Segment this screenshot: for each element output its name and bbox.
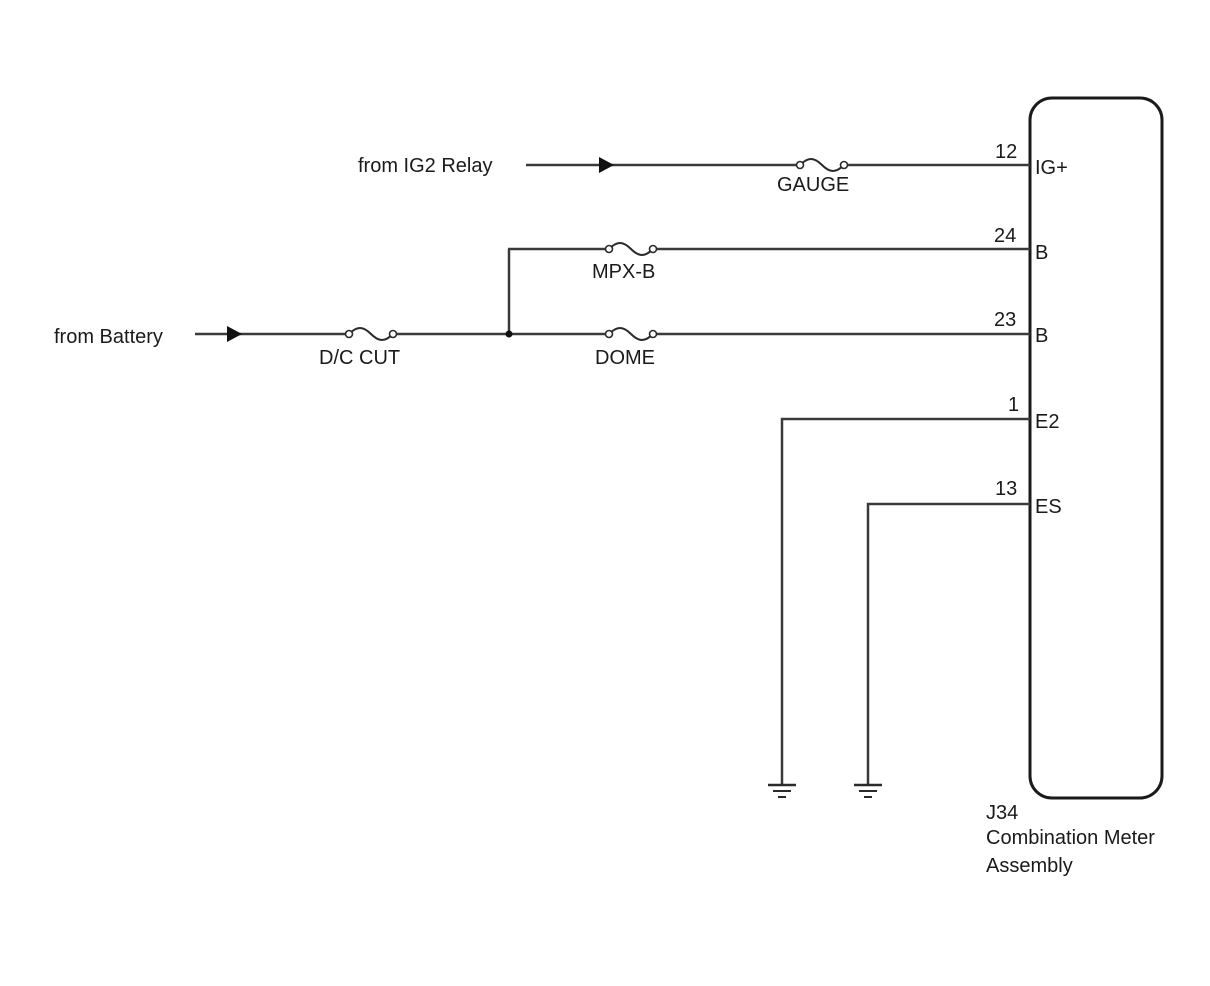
pin-label-es: ES <box>1035 496 1062 518</box>
fuse-mpxb-label: MPX-B <box>592 261 655 283</box>
fuse-dc-cut-label: D/C CUT <box>319 347 400 369</box>
fuse-dome-label: DOME <box>595 347 655 369</box>
pin-label-b-23: B <box>1035 325 1048 347</box>
wire-es-ground <box>866 502 1030 784</box>
pin-number-13: 13 <box>995 478 1017 500</box>
fuse-gauge-icon <box>795 158 849 172</box>
component-name-line1: Combination Meter <box>986 827 1155 849</box>
component-name-line2: Assembly <box>986 855 1073 877</box>
junction-dot <box>505 330 513 338</box>
pin-label-ig-plus: IG+ <box>1035 157 1068 179</box>
pin-label-b-24: B <box>1035 242 1048 264</box>
pin-number-12: 12 <box>995 141 1017 163</box>
pin-number-1: 1 <box>1008 394 1019 416</box>
pin-label-e2: E2 <box>1035 411 1059 433</box>
fuse-mpxb-icon <box>604 242 658 256</box>
fuse-dome-icon <box>604 327 658 341</box>
pin-number-23: 23 <box>994 309 1016 331</box>
fuse-dc-cut-icon <box>344 327 398 341</box>
ground-e2-icon <box>768 783 796 798</box>
component-id: J34 <box>986 802 1018 824</box>
source-battery-label: from Battery <box>54 326 163 348</box>
pin-number-24: 24 <box>994 225 1016 247</box>
wire-e2-ground <box>780 417 1030 784</box>
combination-meter-box <box>1028 96 1164 800</box>
fuse-gauge-label: GAUGE <box>777 174 849 196</box>
arrow-battery-icon <box>227 326 242 342</box>
source-ig2-relay-label: from IG2 Relay <box>358 155 492 177</box>
arrow-ig2-icon <box>599 157 614 173</box>
ground-es-icon <box>854 783 882 798</box>
